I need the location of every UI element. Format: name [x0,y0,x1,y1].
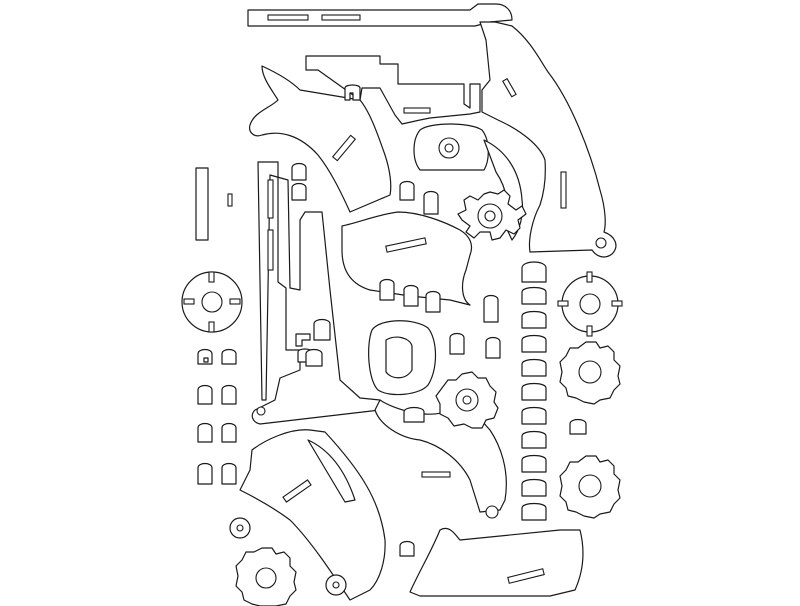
grip-upper-part [249,65,392,213]
grip-lower-left-part [239,429,386,601]
wheel-right-top-part [557,271,623,337]
side-strip-part [195,167,233,241]
wheel-bottom-left-part [235,547,297,606]
frame-upper-part [305,55,481,125]
small-tabs-right [521,261,587,521]
small-tabs-left [197,162,501,557]
cylinder-middle-part [435,371,499,429]
wheel-left-part [181,271,243,333]
washer-left-part [229,517,251,539]
grip-middle-part [341,211,473,306]
barrel-part [247,3,513,27]
frame-left-part [251,161,381,425]
washer-right-part [325,574,347,596]
cylinder-top-part [457,189,527,241]
wheel-right-middle-part [559,341,621,405]
wheel-right-bottom-part [559,455,621,519]
frame-right-part [479,21,617,258]
grip-lower-right-part [409,527,584,597]
